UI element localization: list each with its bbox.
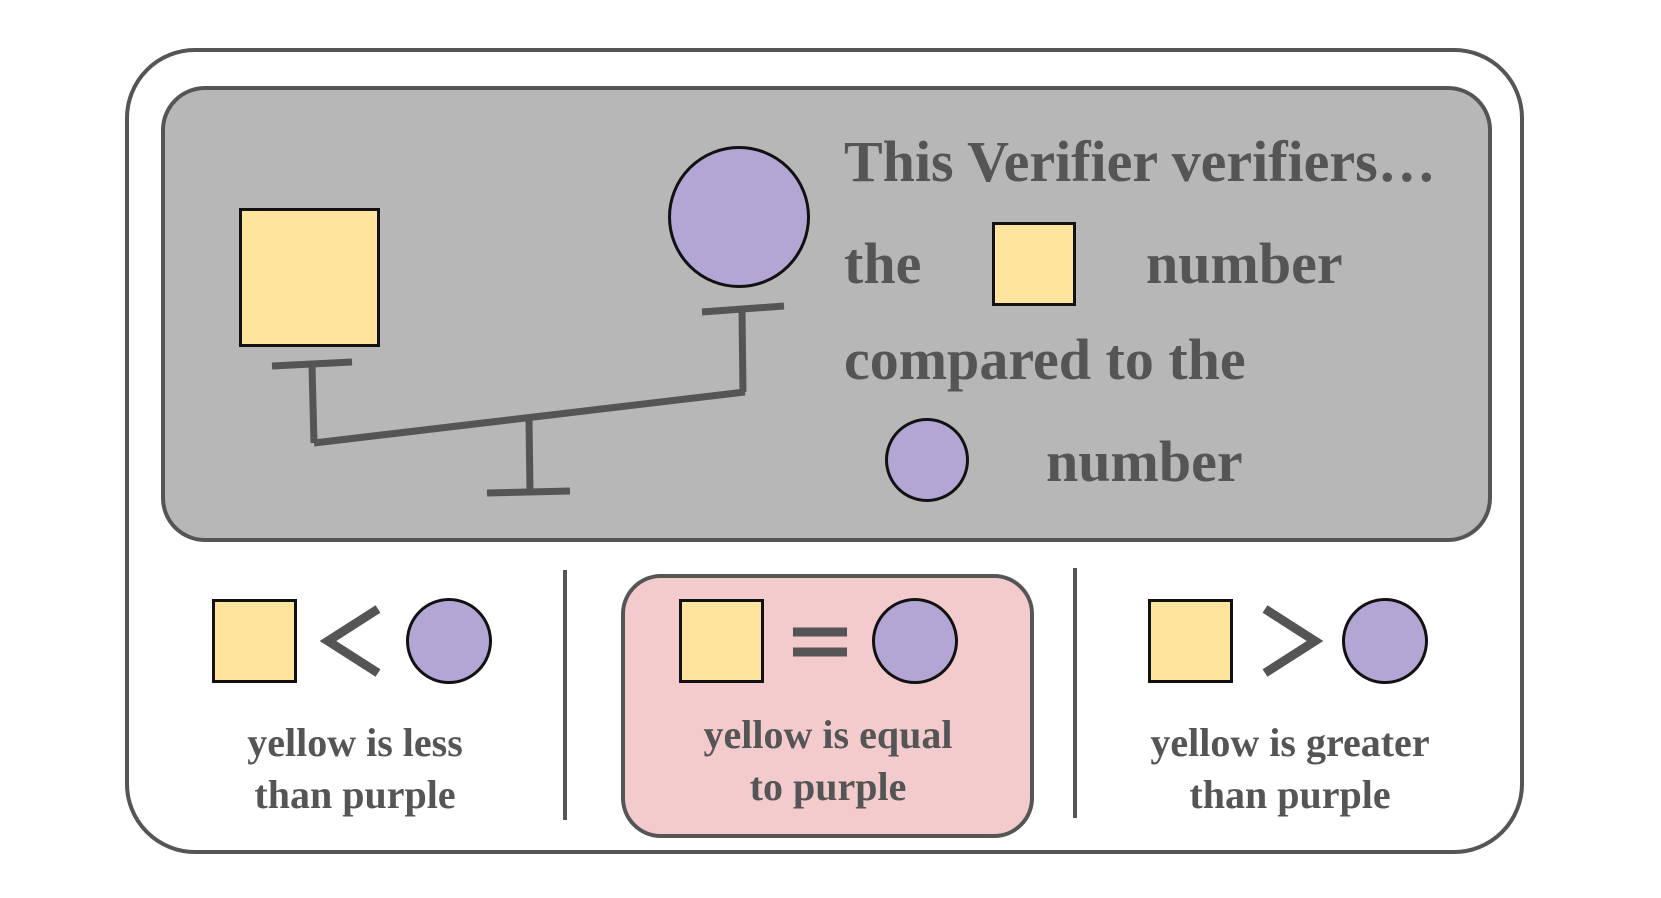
option-divider xyxy=(1073,568,1077,818)
panel-line2: compared to the xyxy=(844,327,1246,392)
option-label: yellow is equal to purple xyxy=(648,709,1008,813)
fulcrum-post xyxy=(525,419,534,493)
yellow-square-icon xyxy=(212,599,297,683)
verifier-description-panel xyxy=(161,86,1492,542)
purple-circle-icon xyxy=(885,418,969,502)
option-label-line: than purple xyxy=(254,772,456,817)
option-label-line: than purple xyxy=(1189,772,1391,817)
right-pan-stem xyxy=(738,311,747,393)
panel-line3-suffix: number xyxy=(1046,429,1243,494)
yellow-square-icon xyxy=(1148,599,1233,683)
yellow-square-icon xyxy=(239,208,380,347)
left-pan-plate xyxy=(271,358,353,370)
equals-icon xyxy=(793,627,847,657)
yellow-square-icon xyxy=(679,599,764,683)
yellow-square-icon xyxy=(992,222,1076,306)
balance-beam xyxy=(313,388,746,447)
purple-circle-icon xyxy=(872,598,958,684)
panel-heading: This Verifier verifiers… xyxy=(844,129,1436,194)
panel-line1-prefix: the xyxy=(844,231,922,296)
fulcrum-base xyxy=(486,487,571,497)
purple-circle-icon xyxy=(1342,598,1428,684)
option-label-line: yellow is equal xyxy=(703,712,953,757)
option-divider xyxy=(563,570,567,820)
greater-than-icon xyxy=(1262,605,1324,677)
option-label: yellow is greater than purple xyxy=(1120,717,1460,821)
option-label-line: yellow is greater xyxy=(1150,720,1430,765)
option-label-line: yellow is less xyxy=(247,720,463,765)
purple-circle-icon xyxy=(406,598,492,684)
purple-circle-icon xyxy=(668,146,810,288)
option-label-line: to purple xyxy=(749,764,907,809)
option-label: yellow is less than purple xyxy=(200,717,510,821)
left-pan-stem xyxy=(308,365,318,444)
right-pan-plate xyxy=(701,302,785,316)
less-than-icon xyxy=(319,605,381,677)
panel-line1-suffix: number xyxy=(1146,231,1343,296)
